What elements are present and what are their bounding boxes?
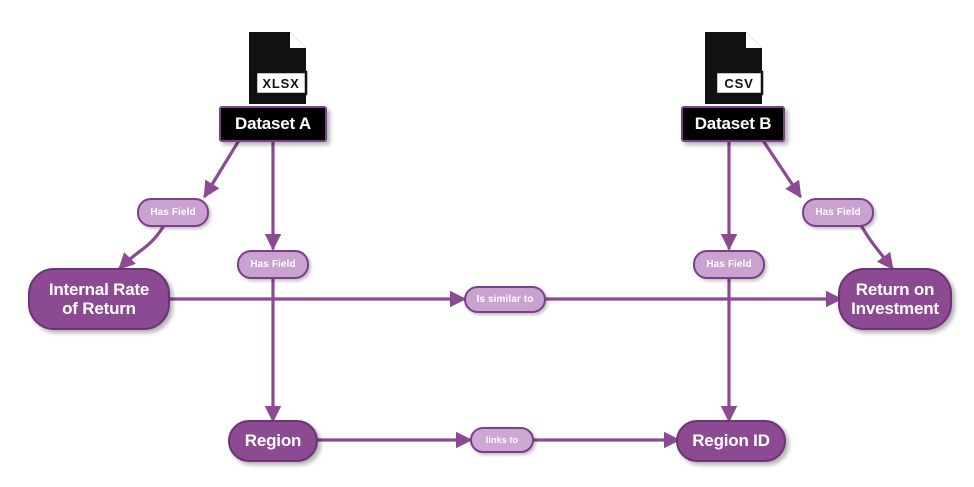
edge-label-text: Has Field (150, 207, 196, 218)
edge-hasfield-to-irr (118, 225, 165, 270)
edge-dataset-a-to-hasfield-irr (203, 140, 240, 199)
edge-label-text: Is similar to (476, 294, 534, 305)
edge-label-is-similar-to[interactable]: Is similar to (464, 286, 546, 313)
edge-label-text: Has Field (815, 207, 861, 218)
xlsx-file-icon: XLSX (246, 30, 312, 106)
edge-label-text: Has Field (250, 259, 296, 270)
dataset-a-node[interactable]: Dataset A (219, 106, 327, 142)
dataset-b-node[interactable]: Dataset B (681, 106, 785, 142)
region-id-label: Region ID (692, 431, 770, 451)
roi-label-line2: Investment (851, 299, 939, 318)
xlsx-format-label: XLSX (262, 76, 299, 91)
edge-label-links-to[interactable]: links to (470, 427, 534, 453)
edge-label-has-field-a-irr[interactable]: Has Field (137, 198, 209, 227)
entity-region[interactable]: Region (228, 420, 318, 462)
edge-dataset-b-to-hasfield-roi (762, 140, 802, 199)
edge-hasfield-to-roi (860, 225, 894, 270)
entity-region-id[interactable]: Region ID (676, 420, 786, 462)
dataset-a-label: Dataset A (235, 114, 311, 133)
edge-label-has-field-a-region[interactable]: Has Field (237, 250, 309, 279)
edge-label-text: links to (485, 435, 519, 445)
csv-file-icon: CSV (702, 30, 768, 106)
edge-label-text: Has Field (706, 259, 752, 270)
irr-label-line2: of Return (62, 299, 136, 318)
entity-internal-rate-of-return[interactable]: Internal Rate of Return (28, 268, 170, 330)
entity-return-on-investment[interactable]: Return on Investment (838, 268, 952, 330)
dataset-b-label: Dataset B (694, 114, 772, 133)
edge-label-has-field-b-roi[interactable]: Has Field (802, 198, 874, 227)
region-label: Region (244, 431, 302, 451)
edge-label-has-field-b-regionid[interactable]: Has Field (693, 250, 765, 279)
roi-label-line1: Return on (855, 279, 935, 299)
csv-format-label: CSV (724, 76, 753, 91)
irr-label-line1: Internal Rate (48, 279, 150, 299)
